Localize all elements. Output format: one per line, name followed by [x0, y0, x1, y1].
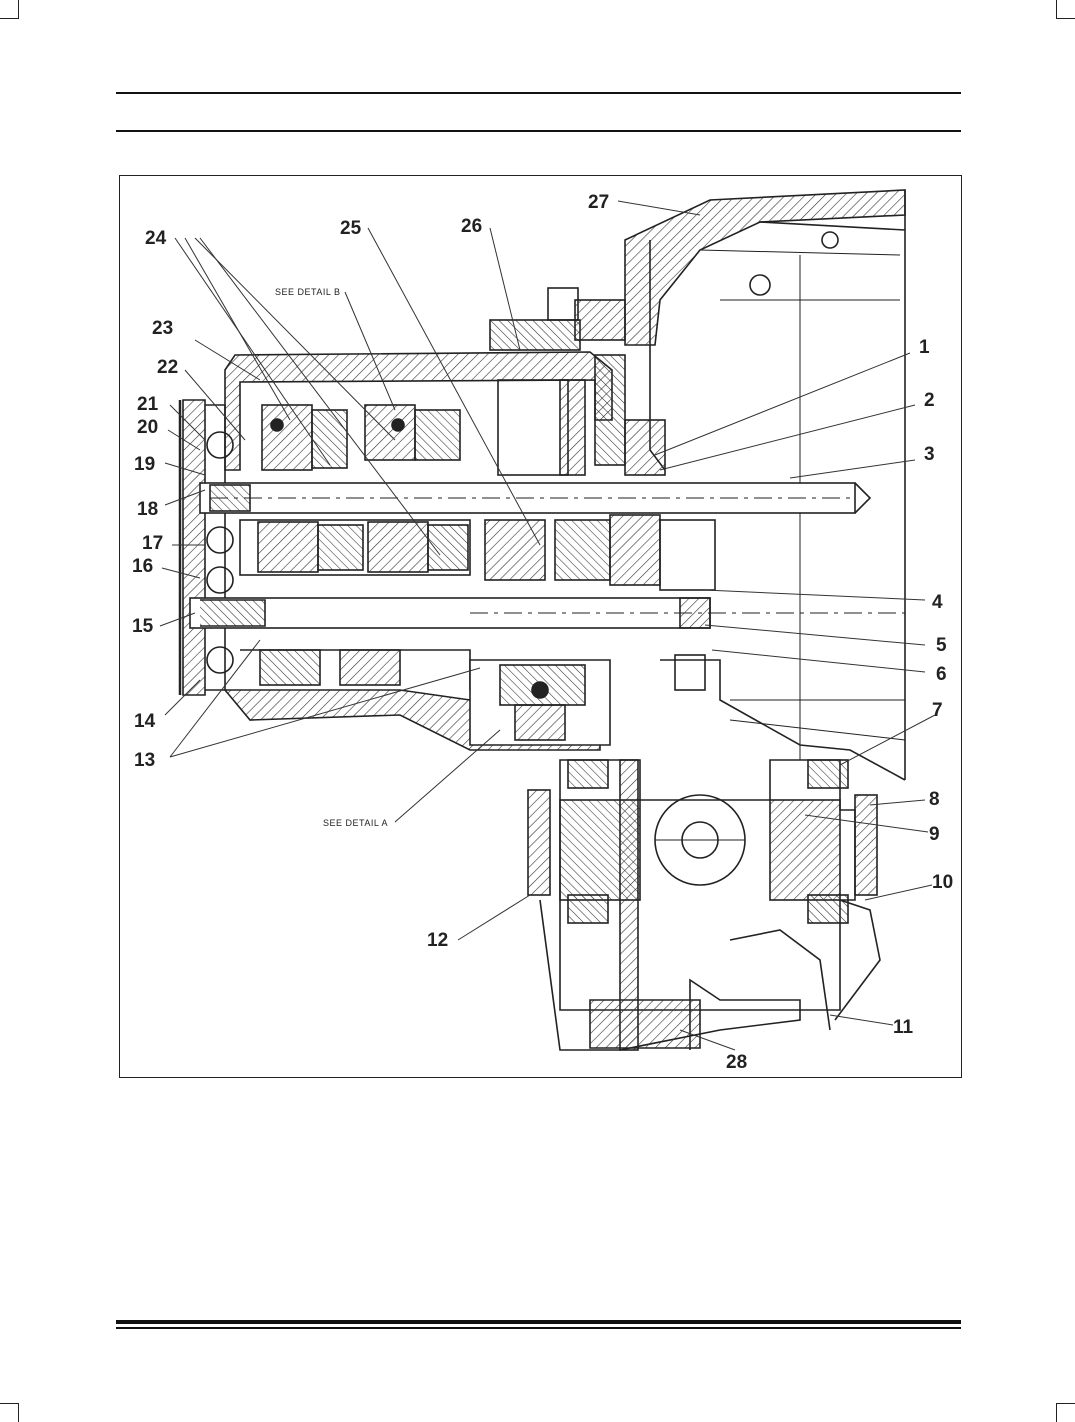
callout-15: 15 [132, 616, 154, 637]
callout-20: 20 [137, 417, 158, 438]
callout-11: 11 [893, 1017, 914, 1038]
callout-7: 7 [932, 700, 943, 721]
callout-23: 23 [152, 318, 173, 339]
callout-5: 5 [936, 635, 947, 656]
callout-24: 24 [145, 228, 167, 249]
crop-mark-bottom-right [1056, 1403, 1075, 1422]
figure-frame [119, 175, 962, 1078]
callout-18: 18 [137, 499, 158, 520]
callout-25: 25 [340, 218, 362, 239]
footer-rule-thick [116, 1320, 961, 1324]
callout-19: 19 [134, 454, 155, 475]
callout-27: 27 [588, 192, 609, 213]
callout-4: 4 [932, 592, 943, 613]
crop-mark-top-right [1056, 0, 1075, 19]
footer-rule-thin [116, 1327, 961, 1329]
leader-lines [159, 200, 936, 1051]
callout-8: 8 [929, 789, 940, 810]
callout-28: 28 [726, 1052, 747, 1073]
callout-26: 26 [461, 216, 482, 237]
callout-16: 16 [132, 556, 153, 577]
callout-labels: 1 2 3 4 5 6 7 8 9 10 11 12 13 14 15 16 1… [132, 192, 953, 1073]
detail-a-label: SEE DETAIL A [323, 818, 388, 828]
callout-6: 6 [936, 664, 947, 685]
drawing-body [178, 189, 906, 1051]
callout-3: 3 [924, 444, 935, 465]
callout-2: 2 [924, 390, 935, 411]
crop-mark-top-left [0, 0, 19, 19]
header-rule-bottom [116, 130, 961, 132]
detail-b-label: SEE DETAIL B [275, 287, 341, 297]
callout-1: 1 [919, 337, 930, 358]
callout-9: 9 [929, 824, 940, 845]
callout-17: 17 [142, 533, 163, 554]
crop-mark-bottom-left [0, 1403, 19, 1422]
callout-22: 22 [157, 357, 178, 378]
callout-14: 14 [134, 711, 156, 732]
callout-10: 10 [932, 872, 953, 893]
callout-12: 12 [427, 930, 448, 951]
callout-13: 13 [134, 750, 155, 771]
header-rule-top [116, 92, 961, 94]
callout-21: 21 [137, 394, 159, 415]
